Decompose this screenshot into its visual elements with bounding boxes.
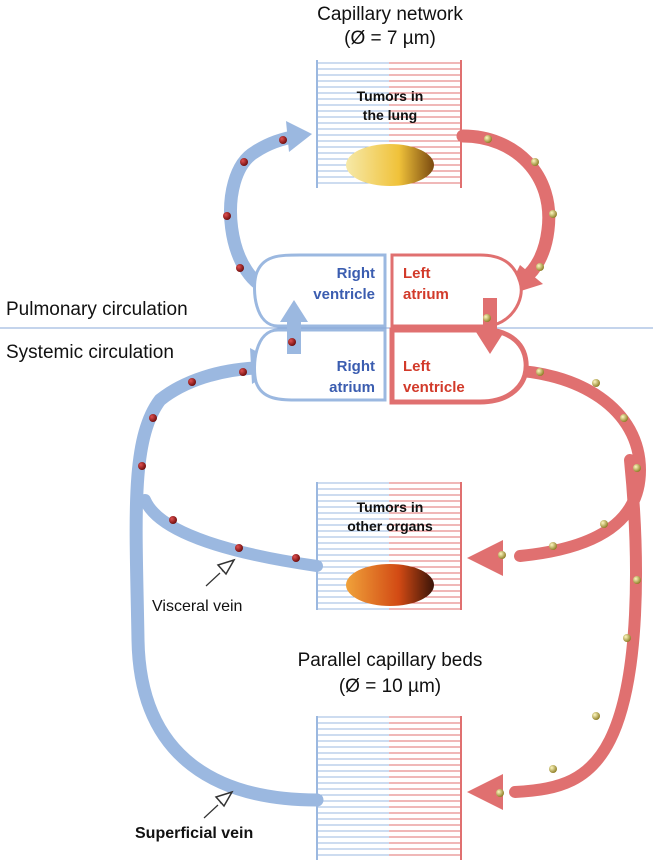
vena-cava: [129, 361, 324, 807]
right-ventricle: [253, 253, 387, 328]
capillary-network-diameter: (Ø = 7 µm): [344, 28, 436, 49]
parallel-beds-title: Parallel capillary beds: [298, 650, 483, 671]
systemic-label: Systemic circulation: [6, 342, 174, 363]
left-atrium-label-2: atrium: [403, 286, 449, 303]
superficial-vein-label: Superficial vein: [135, 825, 253, 842]
parallel-beds-diameter: (Ø = 10 µm): [339, 676, 441, 697]
arterial-blood-cells: [483, 135, 641, 797]
pulmonary-vein: [456, 129, 556, 285]
right-atrium-label-1: Right: [337, 358, 375, 375]
venous-blood-cells: [138, 136, 300, 562]
visceral-vein-label: Visceral vein: [152, 598, 242, 615]
right-ventricle-label-2: ventricle: [313, 286, 375, 303]
visceral-vein-pointer: [205, 558, 236, 587]
visceral-vein-vessel: [139, 494, 323, 572]
right-atrium-label-2: atrium: [329, 379, 375, 396]
organ-tumor: [346, 564, 434, 606]
lung-tumor: [346, 144, 434, 186]
pulmonary-artery-arrowhead: [286, 121, 312, 152]
aorta-organs-arrowhead: [467, 540, 503, 576]
aorta-to-superficial: [509, 454, 642, 798]
superficial-capillary-bed: [316, 716, 462, 860]
ra-to-rv-arrowhead: [280, 300, 308, 322]
superficial-vein-pointer: [203, 790, 234, 819]
la-to-lv-arrowhead: [476, 332, 504, 354]
left-atrium-label-1: Left: [403, 265, 431, 282]
lung-tumor-label-1: Tumors in: [357, 88, 424, 104]
organ-tumor-label-2: other organs: [347, 518, 433, 534]
ra-to-rv-shaft: [287, 318, 301, 354]
pulmonary-label: Pulmonary circulation: [6, 299, 188, 320]
left-ventricle-label-2: ventricle: [403, 379, 465, 396]
left-ventricle-label-1: Left: [403, 358, 431, 375]
organ-tumor-label-1: Tumors in: [357, 499, 424, 515]
right-ventricle-label-1: Right: [337, 265, 375, 282]
capillary-network-title: Capillary network: [317, 4, 463, 25]
lung-capillary-bed: [316, 60, 462, 188]
aorta-to-organs: [494, 364, 647, 562]
aorta-superficial-arrowhead: [467, 774, 503, 810]
lung-tumor-label-2: the lung: [363, 107, 417, 123]
